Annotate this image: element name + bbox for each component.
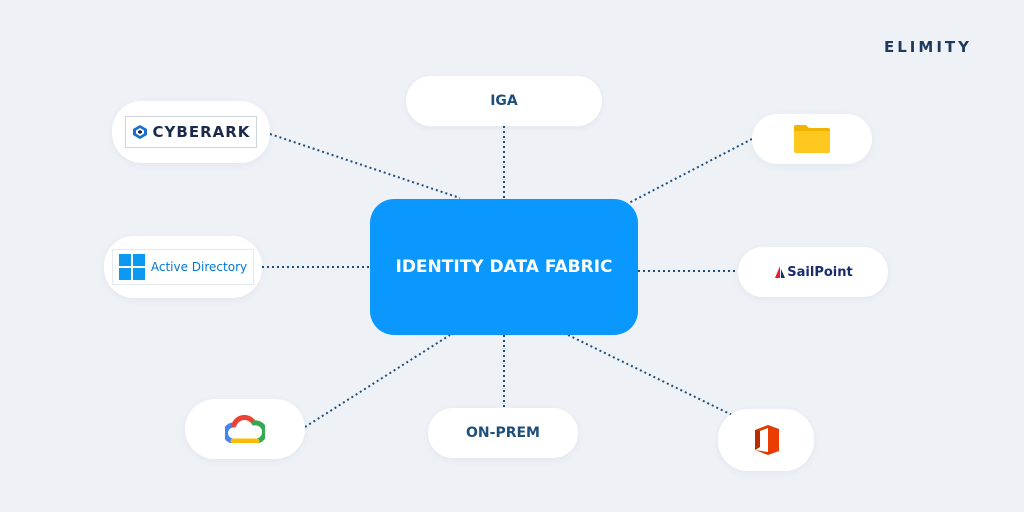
connector-office [567, 334, 733, 416]
folder-icon [794, 125, 830, 153]
node-iga-label: IGA [490, 93, 518, 109]
active-directory-logo: Active Directory [111, 249, 255, 285]
office-icon [755, 425, 779, 455]
google-cloud-icon [225, 415, 265, 443]
sailpoint-sail-icon [775, 266, 786, 278]
sailpoint-logo: SailPoint [773, 264, 853, 280]
connector-google-cloud [304, 334, 451, 428]
node-google-cloud [185, 399, 305, 459]
node-on-prem: ON-PREM [428, 408, 578, 458]
windows-icon [118, 254, 145, 280]
brand-logo: ELIMITY [884, 38, 972, 56]
hub-label: IDENTITY DATA FABRIC [395, 257, 613, 277]
connector-folder [624, 138, 753, 206]
cyberark-shield-icon [132, 125, 147, 139]
connector-cyberark [269, 133, 461, 199]
node-active-directory: Active Directory [104, 236, 262, 298]
node-sailpoint: SailPoint [738, 247, 888, 297]
node-folder [752, 114, 872, 164]
node-cyberark: CYBERARK [112, 101, 270, 163]
sailpoint-wordmark: SailPoint [787, 264, 853, 280]
active-directory-wordmark: Active Directory [150, 260, 248, 274]
node-on-prem-label: ON-PREM [466, 425, 540, 441]
identity-data-fabric-hub: IDENTITY DATA FABRIC [370, 199, 638, 335]
node-office [718, 409, 814, 471]
cyberark-wordmark: CYBERARK [152, 123, 251, 141]
node-iga: IGA [406, 76, 602, 126]
cyberark-logo: CYBERARK [124, 116, 258, 148]
